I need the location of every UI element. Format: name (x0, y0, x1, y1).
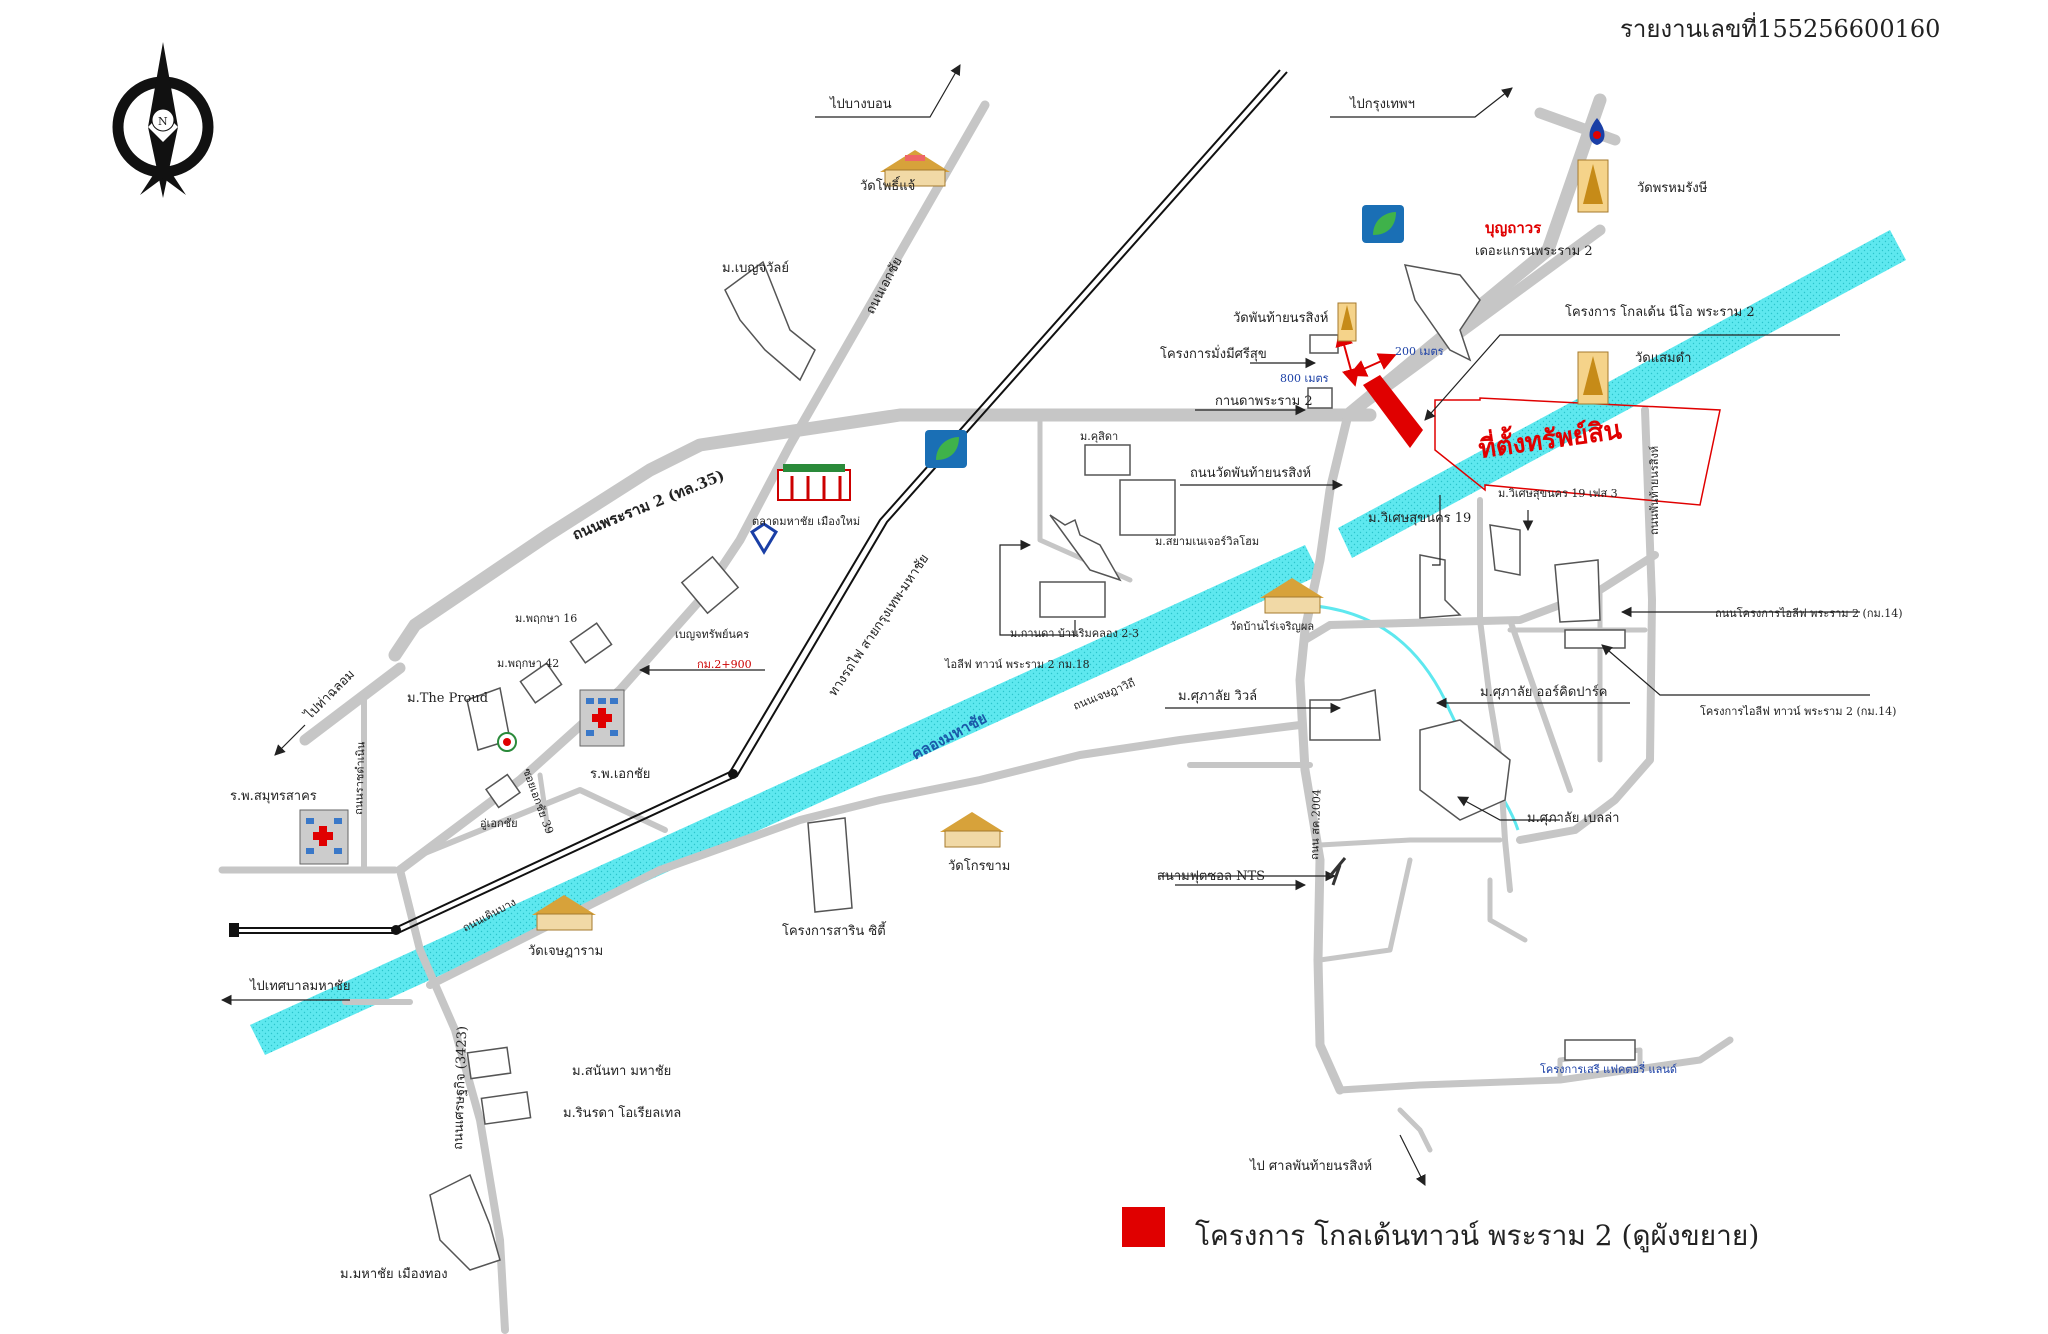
football-icon (1328, 857, 1347, 886)
report-number: รายงานเลขที่155256600160 (1620, 12, 1940, 43)
road-network (218, 93, 1734, 1334)
road-km: กม.2+900 (697, 658, 752, 671)
legend-label: โครงการ โกลเด้นทาวน์ พระราม 2 (ดูผังขยาย… (1195, 1219, 1759, 1253)
label-watbanrai: วัดบ้านไร่เจริญผล (1230, 620, 1314, 633)
label-pruksa42: ม.พฤกษา 42 (497, 657, 559, 670)
label-watjetuparam: วัดเจษฎาราม (528, 944, 603, 959)
label-theproud: ม.The Proud (407, 691, 488, 706)
hospital-icon (579, 689, 625, 747)
label-golden-neo: โครงการ โกลเด้น นีโอ พระราม 2 (1565, 304, 1755, 320)
ptt-icon (1589, 118, 1605, 145)
label-supalai-ville: ม.ศุภาลัย วิวล์ (1178, 688, 1257, 704)
label-eyelife14: โครงการไอลีฟ ทาวน์ พระราม 2 (กม.14) (1700, 704, 1896, 718)
label-wisetsuk19p3: ม.วิเศษสุขนคร 19 เฟส 3 (1498, 487, 1618, 500)
direction-bangbon: ไปบางบอน (829, 96, 892, 112)
label-kanda-rama2: กานดาพระราม 2 (1215, 394, 1313, 409)
pagoda-icon (1337, 302, 1357, 342)
label-benjasap: เบญจทรัพย์นคร (675, 628, 749, 641)
label-road-eyelife14: ถนนโครงการไอลีฟ พระราม 2 (กม.14) (1715, 606, 1903, 620)
legend-swatch (1122, 1207, 1165, 1247)
compass-icon: N (112, 42, 214, 198)
label-siam: ม.สยามเนเจอร์วิลโฮม (1155, 534, 1259, 548)
label-boonthavorn: บุญถาวร (1485, 219, 1542, 238)
label-watphothiyae: วัดโพธิ์แจ้ (860, 176, 915, 194)
temple-icon (1260, 578, 1324, 614)
road-sk2004: ถนน สค.2004 (1308, 789, 1323, 860)
gas-station-icon (497, 732, 517, 752)
compass-label: N (158, 115, 168, 128)
direction-bangkok: ไปกรุงเทพฯ (1349, 96, 1415, 112)
road-sethakit: ถนนเศรษฐกิจ (3423) (451, 1026, 470, 1150)
label-rinrada: ม.รินรดา โอเรียลเทล (563, 1105, 681, 1121)
bigc-icon (1362, 205, 1404, 243)
hospital-icon (299, 809, 349, 865)
label-uekachai: อู่เอกชัย (480, 817, 518, 830)
direction-phanthai: ไป ศาลพันท้ายนรสิงห์ (1249, 1158, 1372, 1174)
road-rachachat: ถนนราชดำเนิน (352, 741, 368, 815)
label-benjawan: ม.เบญจวัลย์ (722, 260, 789, 276)
railway (229, 69, 1288, 937)
label-kusida: ม.คุสิดา (1080, 430, 1118, 443)
label-dist800: 800 เมตร (1280, 372, 1329, 385)
label-wisetsuk19: ม.วิเศษสุขนคร 19 (1368, 511, 1471, 526)
label-eyelife18: ไอลีฟ ทาวน์ พระราม 2 กม.18 (944, 658, 1090, 671)
bigc-icon (925, 430, 967, 468)
label-dist200: 200 เมตร (1395, 345, 1444, 358)
label-supalai-bella: ม.ศุภาลัย เบลล่า (1527, 811, 1619, 826)
direction-mahachai: ไปเทศบาลมหาชัย (249, 978, 350, 994)
label-sereefactory: โครงการเสรี แฟคตอรี่ แลนด์ (1540, 1061, 1677, 1076)
label-watphrom: วัดพรหมรังษี (1637, 180, 1708, 196)
road-right: ถนนพันท้ายนรสิงห์ (1648, 446, 1661, 535)
label-sanonta: ม.สนันทา มหาชัย (572, 1064, 671, 1079)
road-railway: ทางรถไฟ สายกรุงเทพ-มหาชัย (825, 551, 932, 699)
temple-icon (880, 150, 950, 187)
label-hospital-ekachai: ร.พ.เอกชัย (590, 767, 650, 782)
temple-icon (940, 812, 1004, 848)
label-market: ตลาดมหาชัย เมืองใหม่ (752, 515, 860, 528)
road-ekachai: ถนนเอกชัย (863, 255, 905, 317)
label-football: สนามฟุตซอล NTS (1157, 869, 1265, 884)
pagoda-icon (1577, 351, 1609, 405)
label-watphanthai: วัดพันท้ายนรสิงห์ (1233, 310, 1328, 326)
building-outlines (429, 260, 1636, 1271)
label-mahachai-muangthong: ม.มหาชัย เมืองทอง (340, 1266, 448, 1282)
market-icon (777, 464, 851, 501)
legend: โครงการ โกลเด้นทาวน์ พระราม 2 (ดูผังขยาย… (1122, 1207, 1759, 1253)
label-pruksa16: ม.พฤกษา 16 (515, 612, 577, 625)
pagoda-icon (1577, 159, 1609, 213)
label-hospital-samut: ร.พ.สมุทรสาคร (230, 789, 317, 804)
label-road-watphanthai: ถนนวัดพันท้ายนรสิงห์ (1190, 465, 1311, 481)
temple-icon (532, 895, 596, 931)
label-watsamdam: วัดแสมดำ (1635, 351, 1691, 366)
direction-arrows (220, 64, 1870, 1186)
label-sarin: โครงการสาริน ซิตี้ (782, 921, 887, 939)
label-grand-rama2: เดอะแกรนพระราม 2 (1475, 244, 1593, 259)
label-supalai-orchid: ม.ศุภาลัย ออร์คิดปาร์ค (1480, 684, 1608, 700)
bank-icon (749, 522, 779, 555)
label-mangmee: โครงการมั่งมีศรีสุข (1160, 345, 1267, 362)
label-watkokkam: วัดโกรขาม (948, 858, 1010, 874)
label-kanda: ม.กานดา บ้านริมคลอง 2-3 (1010, 627, 1139, 640)
